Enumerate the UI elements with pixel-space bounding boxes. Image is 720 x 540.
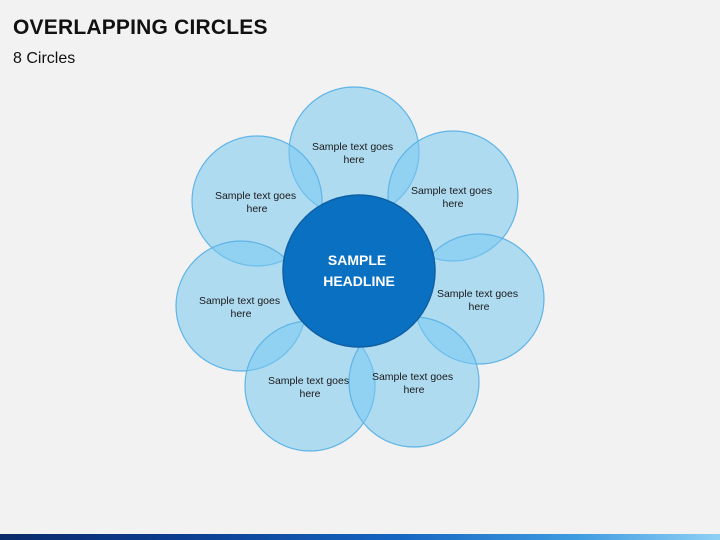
petal-text-bottom-right: Sample text goes here [372,371,456,396]
slide-title: OVERLAPPING CIRCLES [13,16,268,39]
petal-text-bottom-left: Sample text goes here [268,375,352,400]
petal-text-right: Sample text goes here [437,288,521,313]
petal-text-top-left: Sample text goes here [215,190,299,215]
slide-subtitle: 8 Circles [13,50,76,67]
center-circle [282,194,436,348]
petal-text-top: Sample text goes here [312,141,396,166]
petal-text-left: Sample text goes here [199,295,283,320]
petal-text-top-right: Sample text goes here [411,185,495,210]
center-headline: SAMPLE HEADLINE [323,252,395,289]
bottom-accent-bar [0,534,720,540]
